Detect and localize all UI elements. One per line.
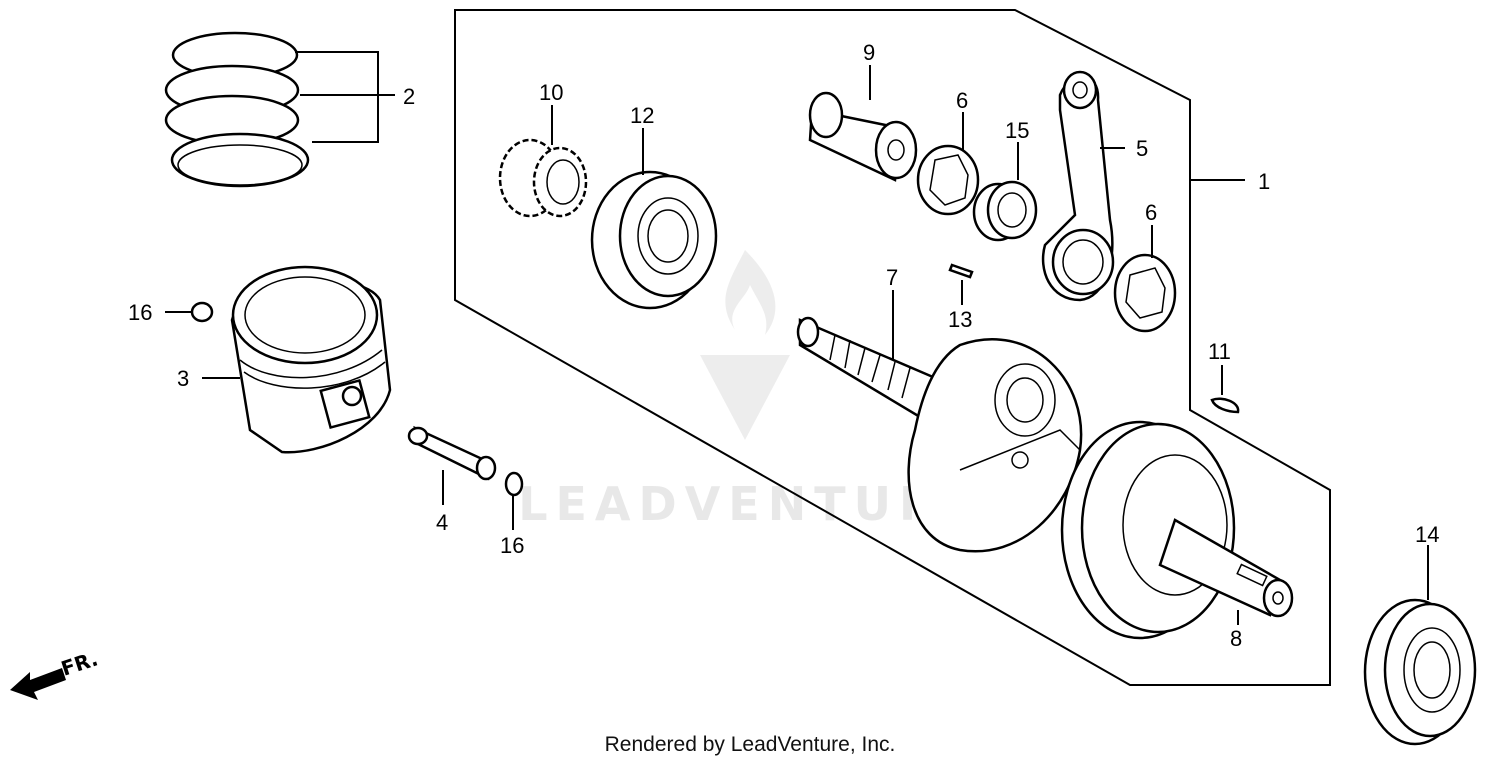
- front-marker-text: FR.: [58, 646, 101, 680]
- timing-sprocket: [498, 138, 588, 218]
- callout-7: 7: [886, 265, 898, 290]
- callout-16-right: 16: [500, 533, 524, 558]
- callout-16-left: 16: [128, 300, 152, 325]
- callout-10: 10: [539, 80, 563, 105]
- crankshaft-right: [1060, 420, 1294, 640]
- crank-pin: [808, 91, 918, 182]
- piston-pin: [407, 425, 497, 481]
- callout-13: 13: [948, 307, 972, 332]
- callout-2: 2: [403, 84, 415, 109]
- callout-9: 9: [863, 40, 875, 65]
- crankshaft-left: [796, 316, 1083, 553]
- woodruff-key-11: [1210, 397, 1240, 414]
- bearing-left: [590, 170, 718, 310]
- thrust-washer-top: [916, 144, 980, 216]
- piston-rings: [164, 31, 310, 188]
- callout-6-top: 6: [956, 88, 968, 113]
- circlip-right: [504, 471, 524, 497]
- callout-1: 1: [1258, 169, 1270, 194]
- piston: [230, 265, 392, 454]
- needle-bearing: [972, 180, 1038, 242]
- bearing-right: [1363, 598, 1477, 746]
- callout-6-bottom: 6: [1145, 200, 1157, 225]
- thrust-washer-bottom: [1113, 253, 1177, 333]
- connecting-rod: [1041, 70, 1115, 302]
- circlip-left: [190, 301, 214, 323]
- callout-5: 5: [1136, 136, 1148, 161]
- assembly-outline: [454, 9, 1331, 686]
- callout-14: 14: [1415, 522, 1439, 547]
- callout-11: 11: [1208, 339, 1231, 364]
- woodruff-key-13: [948, 263, 974, 279]
- front-direction-arrow-icon: FR.: [10, 646, 101, 700]
- rendered-by-footer: Rendered by LeadVenture, Inc.: [604, 733, 896, 756]
- callout-8: 8: [1230, 626, 1242, 651]
- callout-15: 15: [1005, 118, 1029, 143]
- leader-2: [295, 51, 395, 143]
- callout-12: 12: [630, 103, 654, 128]
- callout-4: 4: [436, 510, 448, 535]
- watermark-text: LEADVENTURE: [518, 477, 982, 531]
- callout-3: 3: [177, 366, 189, 391]
- leadventure-watermark: LEADVENTURE: [518, 250, 982, 531]
